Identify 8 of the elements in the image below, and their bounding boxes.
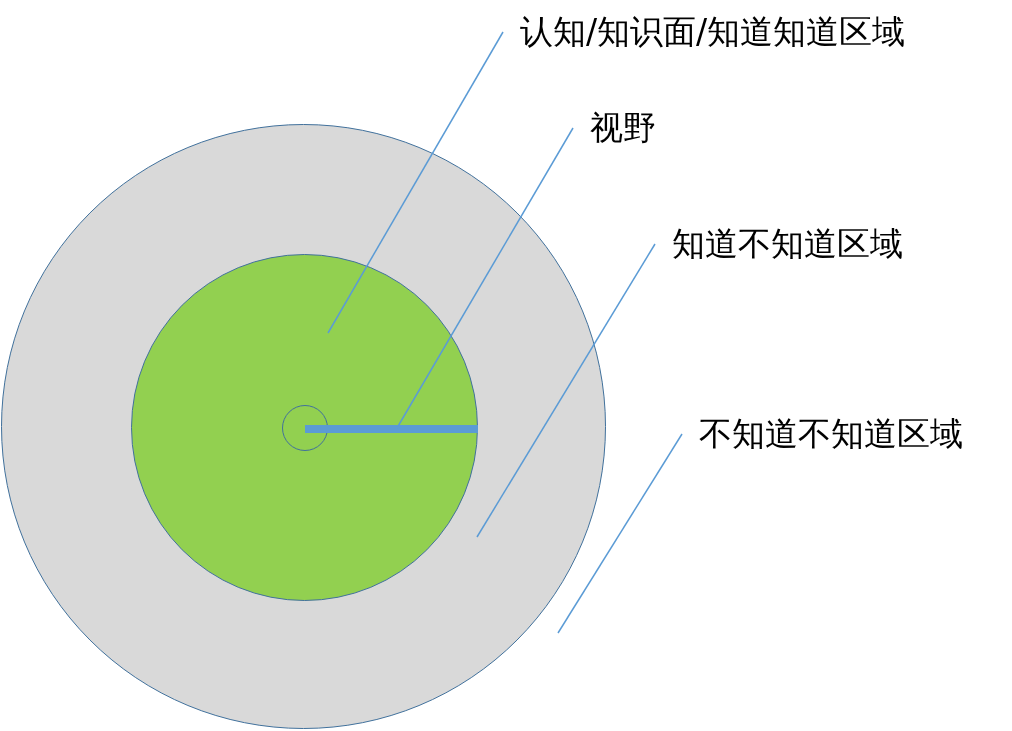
region-label: 知道不知道区域 [655, 224, 903, 264]
leader-line [557, 433, 683, 634]
leader-line [327, 31, 504, 334]
region-label: 视野 [573, 108, 656, 148]
region-label: 不知道不知道区域 [682, 414, 963, 454]
leader-line [476, 243, 656, 538]
radius-bar [305, 425, 478, 433]
region-label: 认知/知识面/知道知道区域 [503, 12, 906, 52]
